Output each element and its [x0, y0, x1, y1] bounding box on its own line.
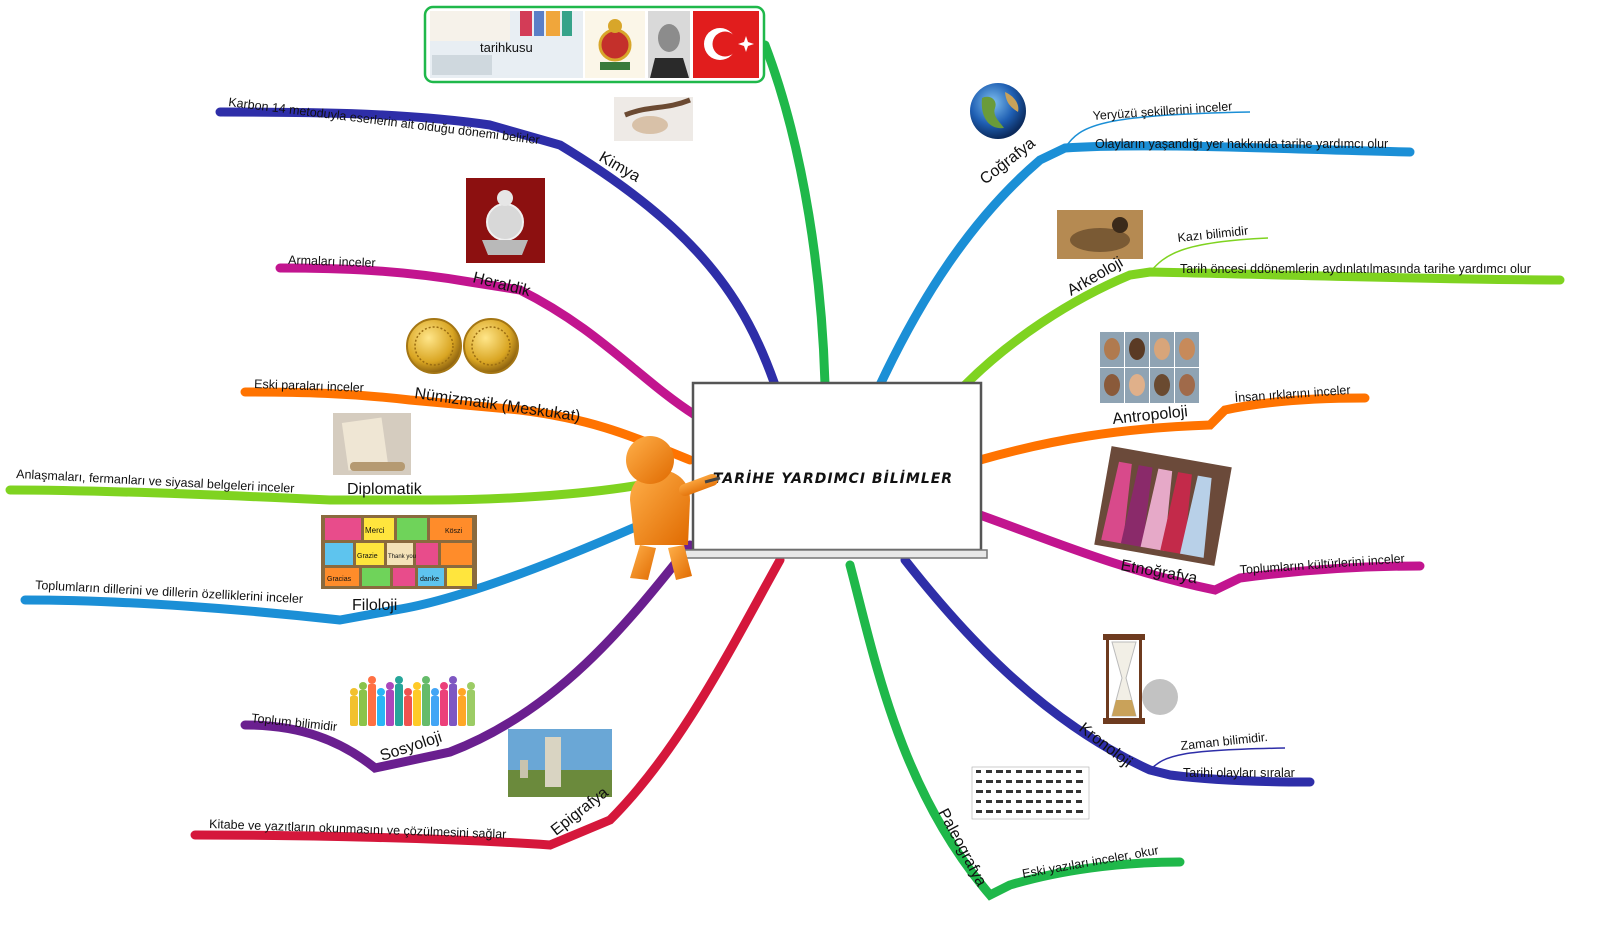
- ataturk-portrait-image: [648, 11, 690, 78]
- logo-text: tarihkusu: [480, 40, 533, 55]
- ancient-script-image: [972, 767, 1089, 819]
- silhouettes-image: [350, 676, 475, 726]
- header-image-strip[interactable]: tarihkusu: [425, 7, 764, 82]
- svg-text:Thank you: Thank you: [388, 554, 416, 560]
- note-cografya-2: Olayların yaşandığı yer hakkında tarihe …: [1095, 137, 1388, 151]
- topic-filoloji: Filoloji: [352, 597, 397, 614]
- branch-line-paleografya: [850, 565, 1180, 895]
- svg-text:Grazie: Grazie: [357, 553, 378, 560]
- branch-line-header-strip: [765, 45, 825, 385]
- svg-text:Merci: Merci: [365, 526, 385, 535]
- ottoman-coat-of-arms-image: [585, 11, 645, 78]
- costumes-photo: [1094, 446, 1232, 566]
- note-arkeoloji-1: Kazı bilimidir: [1177, 224, 1249, 245]
- excavation-photo: [1057, 210, 1143, 259]
- topic-heraldik: Heraldik: [471, 269, 533, 300]
- desk-photo: tarihkusu: [430, 11, 583, 78]
- svg-text:Köszi: Köszi: [445, 528, 463, 535]
- note-cografya-1: Yeryüzü şekillerini inceler: [1092, 99, 1233, 123]
- topic-cografya: Coğrafya: [977, 135, 1039, 188]
- topic-etnografya: Etnoğrafya: [1119, 557, 1198, 587]
- globe-icon: [970, 83, 1026, 139]
- note-arkeoloji-2: Tarih öncesi ddönemlerin aydınlatılmasın…: [1180, 262, 1531, 276]
- gold-coins-image: [407, 319, 518, 373]
- note-kimya: Karbon 14 metoduyla eserlerin ait olduğu…: [228, 95, 541, 147]
- chemistry-photo: [614, 97, 693, 141]
- hourglass-image: [1103, 634, 1178, 724]
- sticky-notes-image: Merci Grazie Thank you danke Köszi Graci…: [321, 515, 477, 589]
- topic-diplomatik: Diplomatik: [347, 481, 423, 498]
- coat-of-arms-image: [466, 178, 545, 263]
- branch-line-diplomatik: [10, 485, 640, 500]
- faces-collage-image: [1100, 332, 1199, 403]
- svg-text:Gracias: Gracias: [327, 576, 352, 583]
- scroll-image: [333, 413, 411, 475]
- branch-line-arkeoloji: [965, 272, 1560, 385]
- note-kronoloji-2: Tarihi olayları sıralar: [1183, 766, 1295, 780]
- topic-kronoloji: Kronoloji: [1076, 720, 1136, 772]
- center-topic[interactable]: TARİHE YARDIMCI BİLİMLER: [685, 383, 987, 558]
- center-title: TARİHE YARDIMCI BİLİMLER: [713, 470, 953, 487]
- topic-numizmatik: Nümizmatik (Meskukat): [413, 385, 581, 425]
- turkish-flag-image: [693, 11, 759, 78]
- svg-text:danke: danke: [420, 576, 439, 583]
